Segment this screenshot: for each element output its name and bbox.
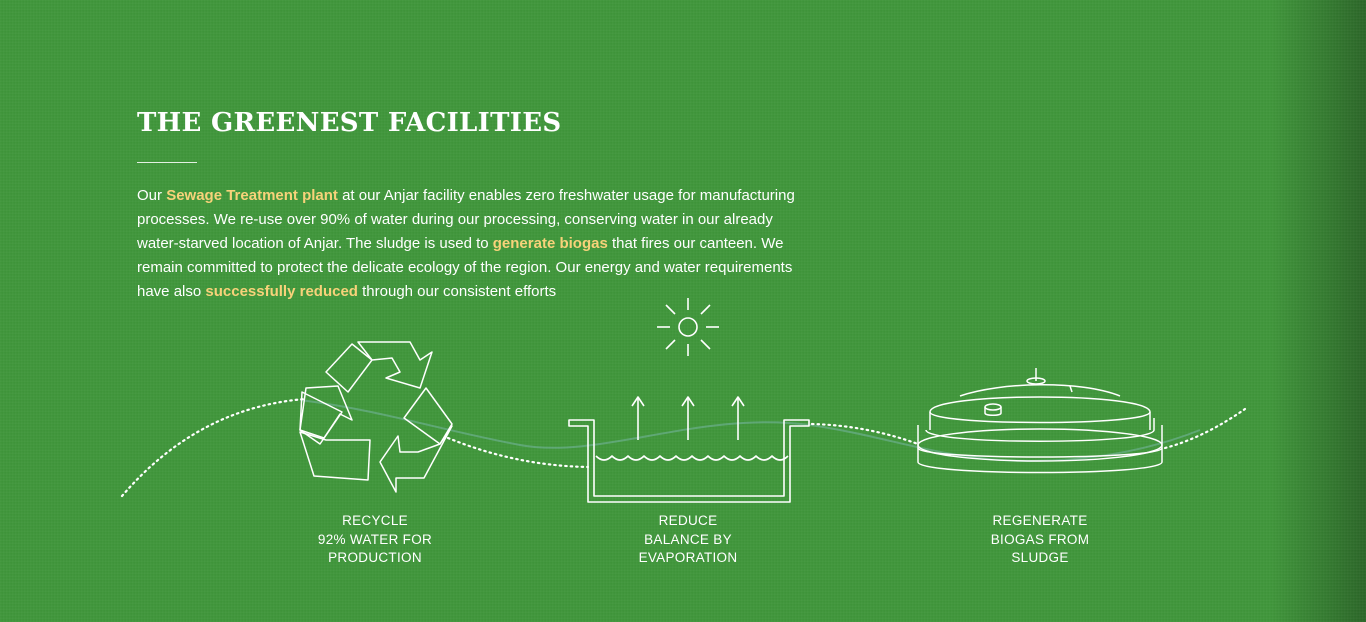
step-reduce-line2: BALANCE BY <box>644 531 732 547</box>
step-reduce-caption: REDUCE BALANCE BY EVAPORATION <box>578 512 798 568</box>
step-regenerate-line2: BIOGAS FROM <box>990 531 1090 547</box>
intro-text-1: Our <box>137 187 167 204</box>
dotted-connector-2 <box>446 436 590 469</box>
dotted-connector-1 <box>120 397 307 498</box>
step-recycle-title: RECYCLE <box>342 513 408 528</box>
sun-icon <box>678 317 698 337</box>
step-reduce-title: REDUCE <box>658 513 718 528</box>
step-reduce-line3: EVAPORATION <box>638 550 738 565</box>
step-recycle-caption: RECYCLE 92% WATER FOR PRODUCTION <box>265 512 485 568</box>
step-regenerate-caption: REGENERATE BIOGAS FROM SLUDGE <box>930 512 1150 568</box>
step-regenerate-title: REGENERATE <box>992 513 1088 528</box>
biogas-digester-icon <box>917 368 1163 474</box>
intro-paragraph: Our Sewage Treatment plant at our Anjar … <box>137 184 817 304</box>
evaporation-tank-icon <box>568 298 810 503</box>
water-flow-line <box>299 399 1201 462</box>
step-recycle-line2: 92% WATER FOR <box>317 531 433 547</box>
highlight-successfully-reduced: successfully reduced <box>205 283 358 300</box>
intro-text-2: at our Anjar facility enables zero fresh… <box>137 187 795 252</box>
recycle-icon <box>299 341 453 493</box>
intro-text-4: through our consistent efforts <box>357 283 557 300</box>
page-title: THE GREENEST FACILITIES <box>137 108 562 138</box>
highlight-sewage-treatment: Sewage Treatment plant <box>166 187 338 204</box>
step-regenerate-line3: SLUDGE <box>1011 550 1069 565</box>
dotted-connector-4 <box>1163 407 1247 450</box>
dotted-connector-3 <box>810 422 920 446</box>
intro-text-3: that fires our canteen. We remain commit… <box>137 235 793 300</box>
title-divider <box>137 162 197 163</box>
step-recycle-line3: PRODUCTION <box>328 550 422 565</box>
highlight-generate-biogas: generate biogas <box>492 235 608 252</box>
